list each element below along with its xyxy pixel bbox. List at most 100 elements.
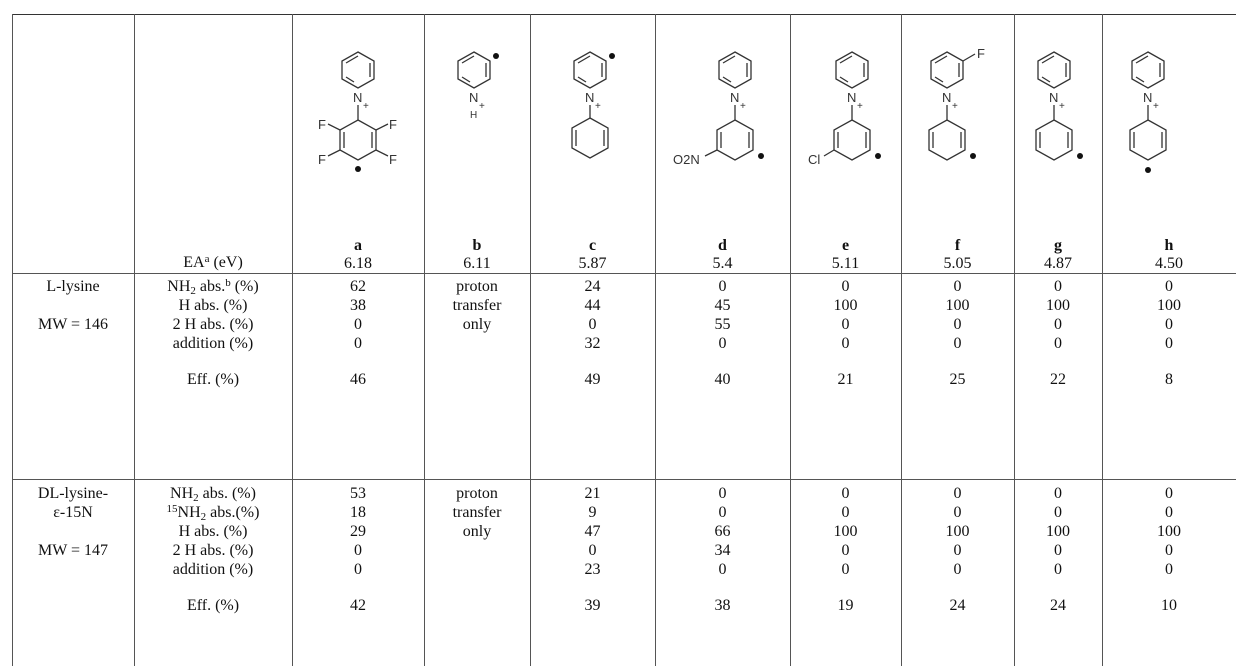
proton-transfer-note: proton <box>456 485 498 502</box>
ea-value-h: 4.50 <box>1155 255 1183 272</box>
value-cell-c: 23 <box>584 561 601 578</box>
value-cell-h: 0 <box>1165 542 1173 559</box>
value-cell-f: 0 <box>953 561 962 578</box>
value-cell-g: 0 <box>1054 542 1062 559</box>
value-cell-e: 100 <box>833 297 858 314</box>
value-cell-e: 0 <box>841 561 850 578</box>
structure-c: N+ <box>530 22 655 254</box>
value-cell-d: 0 <box>718 278 727 295</box>
value-cell-d: 0 <box>718 485 727 502</box>
row-label: H abs. (%) <box>178 523 248 540</box>
value-cell-g: 100 <box>1046 523 1070 540</box>
value-cell-a: 29 <box>350 523 366 540</box>
svg-text:H: H <box>470 110 477 121</box>
structure-e: N+ Cl <box>790 22 901 254</box>
value-cell-g: 0 <box>1054 316 1062 333</box>
svg-text:N: N <box>585 90 594 105</box>
value-cell-a: 0 <box>354 316 362 333</box>
svg-text:N: N <box>1049 90 1058 105</box>
ea-value-d: 5.4 <box>712 255 733 272</box>
section-name: L-lysine <box>46 278 100 295</box>
value-cell-a: 0 <box>354 561 362 578</box>
proton-transfer-note: transfer <box>452 504 502 521</box>
row-label: 2 H abs. (%) <box>172 542 254 559</box>
value-cell-f: 0 <box>953 316 962 333</box>
svg-text:+: + <box>1153 101 1159 112</box>
col-divider <box>1102 14 1103 666</box>
value-cell-f: 100 <box>945 297 970 314</box>
value-cell-d: 45 <box>714 297 731 314</box>
value-cell-h: 0 <box>1165 316 1173 333</box>
ea-value-a: 6.18 <box>344 255 372 272</box>
value-cell-h: 0 <box>1165 485 1173 502</box>
value-cell-c: 0 <box>588 542 597 559</box>
proton-transfer-note: only <box>462 523 492 540</box>
svg-text:+: + <box>363 101 369 112</box>
value-cell-c: 21 <box>584 485 601 502</box>
structure-h: N+ <box>1102 22 1236 254</box>
value-cell-e: 0 <box>841 542 850 559</box>
value-cell-a: 0 <box>354 542 362 559</box>
compound-id-a: a <box>354 237 362 254</box>
row-label: H abs. (%) <box>178 297 248 314</box>
value-cell-h: 0 <box>1165 335 1173 352</box>
svg-text:Cl: Cl <box>808 152 820 167</box>
proton-transfer-note: transfer <box>452 297 502 314</box>
row-label: 15NH2 abs.(%) <box>166 503 260 523</box>
svg-text:N: N <box>942 90 951 105</box>
value-cell-h: 100 <box>1157 523 1181 540</box>
svg-text:F: F <box>318 117 326 132</box>
svg-text:O2N: O2N <box>673 152 700 167</box>
value-cell-e: 0 <box>841 504 850 521</box>
value-cell-a: 62 <box>350 278 366 295</box>
value-cell-e: 0 <box>841 485 850 502</box>
ea-label: EAa (eV) <box>183 253 243 271</box>
value-cell-g: 0 <box>1054 335 1062 352</box>
col-divider <box>655 14 656 666</box>
value-cell-d: 66 <box>714 523 731 540</box>
value-cell-c: 0 <box>588 316 597 333</box>
svg-text:+: + <box>479 101 485 112</box>
structure-d: N+ O2N <box>655 22 790 254</box>
svg-text:N: N <box>469 90 478 105</box>
col-divider <box>790 14 791 666</box>
ea-value-b: 6.11 <box>463 255 491 272</box>
table-top-border <box>12 14 1236 15</box>
ea-value-g: 4.87 <box>1044 255 1072 272</box>
value-cell-f: 0 <box>953 504 962 521</box>
ea-value-e: 5.11 <box>831 255 860 272</box>
value-cell-g: 0 <box>1054 561 1062 578</box>
value-cell-c: 49 <box>584 371 601 388</box>
value-cell-f: 0 <box>953 485 962 502</box>
compound-id-c: c <box>588 237 597 254</box>
value-cell-g: 0 <box>1054 278 1062 295</box>
value-cell-h: 0 <box>1165 504 1173 521</box>
value-cell-g: 0 <box>1054 485 1062 502</box>
value-cell-d: 34 <box>714 542 731 559</box>
value-cell-g: 100 <box>1046 297 1070 314</box>
section-name-isotope: ε-15N <box>53 504 93 521</box>
value-cell-g: 0 <box>1054 504 1062 521</box>
value-cell-f: 25 <box>949 371 966 388</box>
row-label: NH2 abs.b (%) <box>167 277 259 297</box>
svg-text:F: F <box>389 152 397 167</box>
value-cell-a: 0 <box>354 335 362 352</box>
structure-b: N+ H <box>424 22 530 254</box>
section-mw: MW = 147 <box>37 542 109 559</box>
value-cell-h: 10 <box>1161 597 1177 614</box>
value-cell-d: 40 <box>714 371 731 388</box>
value-cell-f: 0 <box>953 335 962 352</box>
value-cell-f: 24 <box>949 597 966 614</box>
row-label: NH2 abs. (%) <box>170 485 256 504</box>
value-cell-e: 0 <box>841 335 850 352</box>
col-divider <box>424 14 425 666</box>
value-cell-g: 22 <box>1050 371 1066 388</box>
value-cell-c: 47 <box>584 523 601 540</box>
row-label: addition (%) <box>172 561 254 578</box>
value-cell-a: 18 <box>350 504 366 521</box>
proton-transfer-note: proton <box>456 278 498 295</box>
value-cell-d: 55 <box>714 316 731 333</box>
col-divider <box>134 14 135 666</box>
section-mw: MW = 146 <box>37 316 109 333</box>
